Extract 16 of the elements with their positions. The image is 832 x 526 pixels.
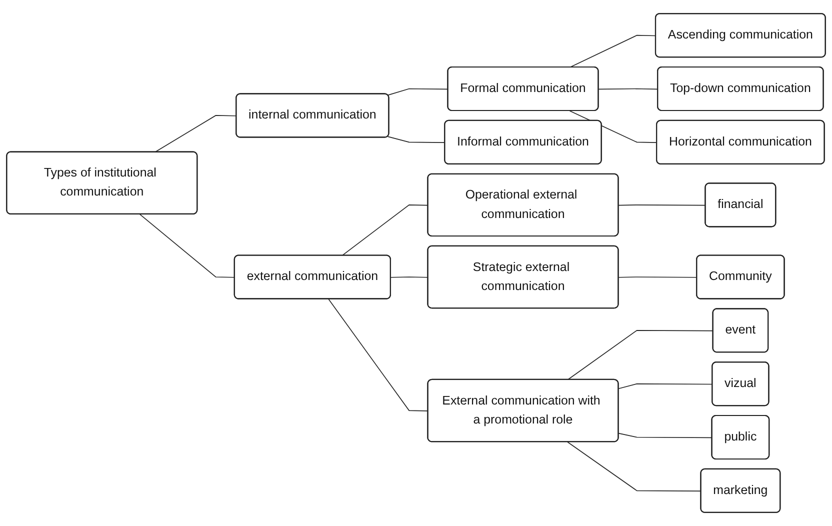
- connector: [154, 115, 237, 153]
- connector: [387, 88, 449, 96]
- connector: [139, 214, 236, 278]
- connector: [569, 110, 658, 143]
- connector: [618, 383, 713, 390]
- connector: [567, 442, 702, 492]
- connector: [387, 136, 446, 143]
- connector: [569, 34, 656, 68]
- connector: [342, 204, 429, 256]
- connector: [390, 276, 429, 278]
- connector: [618, 276, 698, 278]
- connector: [618, 432, 713, 438]
- connector: [598, 88, 658, 90]
- connector: [618, 204, 706, 206]
- connector: [567, 330, 714, 380]
- connector: [328, 298, 429, 412]
